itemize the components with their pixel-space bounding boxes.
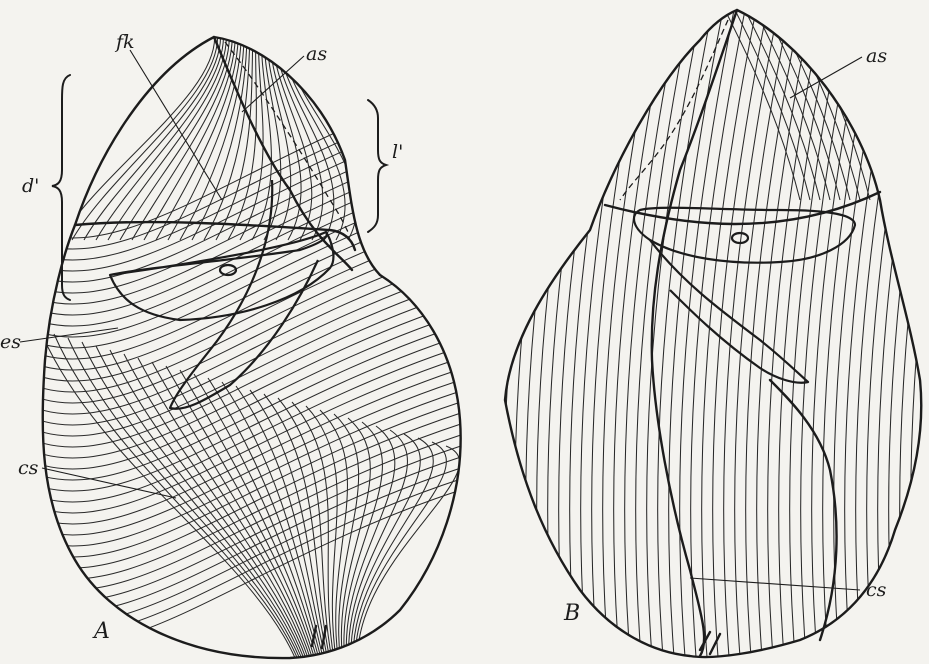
stria bbox=[870, 0, 929, 200]
stria bbox=[790, 0, 846, 664]
stria bbox=[669, 0, 725, 664]
stria bbox=[889, 0, 929, 664]
stria bbox=[911, 0, 929, 664]
specimen-b-striae bbox=[504, 0, 929, 664]
stria bbox=[735, 0, 791, 664]
stria bbox=[922, 0, 929, 664]
stria bbox=[750, 0, 830, 200]
stria bbox=[890, 0, 929, 200]
stria bbox=[592, 0, 648, 664]
stria bbox=[570, 0, 626, 664]
stria bbox=[240, 30, 263, 240]
stria bbox=[614, 0, 670, 664]
specimen-a: fk as d' l' es cs A bbox=[0, 30, 470, 664]
stria bbox=[526, 0, 582, 664]
label-b-as: as bbox=[866, 45, 887, 67]
label-a-cs: cs bbox=[18, 457, 39, 479]
stria bbox=[878, 0, 929, 664]
stria bbox=[68, 338, 304, 664]
stria bbox=[713, 0, 769, 664]
panel-label-a: A bbox=[92, 619, 110, 644]
label-a-l-prime: l' bbox=[392, 141, 403, 163]
specimen-b-cs-edge bbox=[770, 380, 837, 640]
stria bbox=[900, 0, 929, 664]
stria bbox=[724, 0, 780, 664]
label-a-fk: fk bbox=[114, 31, 135, 53]
stria bbox=[504, 0, 560, 664]
stria bbox=[823, 0, 879, 664]
stria bbox=[768, 0, 824, 664]
stria bbox=[845, 0, 901, 664]
stria bbox=[812, 0, 868, 664]
leader-a-cs bbox=[42, 468, 176, 498]
stria bbox=[30, 80, 470, 238]
stria bbox=[856, 0, 912, 664]
stria bbox=[757, 0, 813, 664]
stria bbox=[691, 0, 747, 664]
specimen-a-striae bbox=[30, 30, 470, 664]
specimen-b-dashed-suture bbox=[620, 20, 728, 200]
stria bbox=[880, 0, 929, 200]
specimen-a-brace-l bbox=[368, 100, 386, 232]
leader-a-fk bbox=[130, 50, 222, 200]
panel-label-b: B bbox=[563, 601, 580, 626]
stria bbox=[746, 0, 802, 664]
stria bbox=[636, 0, 692, 664]
specimen-b: as cs B bbox=[504, 0, 929, 664]
stria bbox=[581, 0, 637, 664]
label-a-d-prime: d' bbox=[22, 175, 39, 197]
stria bbox=[548, 0, 604, 664]
stria bbox=[355, 442, 446, 664]
specimen-a-brace-d bbox=[52, 75, 70, 300]
stria bbox=[720, 0, 800, 200]
stria bbox=[222, 382, 326, 664]
label-b-cs: cs bbox=[866, 579, 887, 601]
label-a-es: es bbox=[0, 331, 21, 353]
stria bbox=[72, 30, 218, 240]
stria bbox=[801, 0, 857, 664]
label-a-as: as bbox=[306, 43, 327, 65]
stria bbox=[559, 0, 615, 664]
stria bbox=[270, 30, 301, 240]
stria bbox=[54, 334, 302, 664]
stria bbox=[867, 0, 923, 664]
stria bbox=[603, 0, 659, 664]
